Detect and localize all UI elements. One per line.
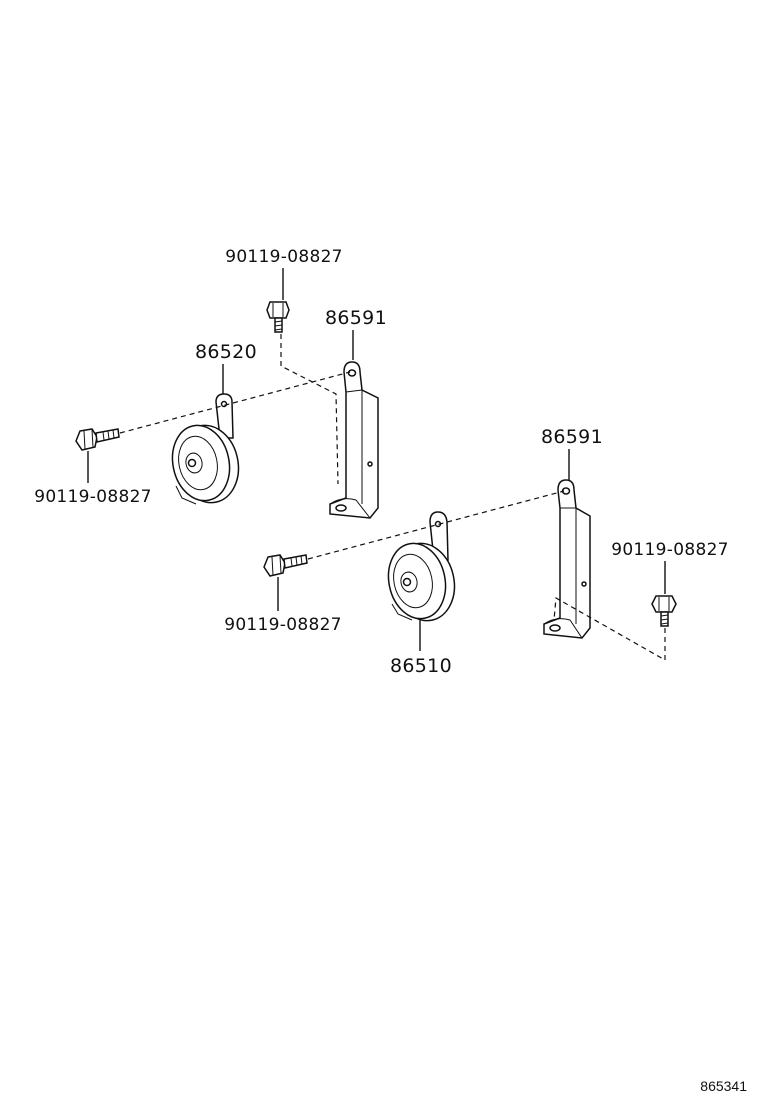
label-bracket-left: 86591 xyxy=(325,307,387,329)
label-bracket-right: 86591 xyxy=(541,426,603,448)
dash-bolt-right-near xyxy=(307,490,565,560)
bolt-right-far xyxy=(651,595,677,627)
dash-bolt-left xyxy=(119,371,351,434)
figure-code: 865341 xyxy=(700,1078,747,1094)
label-bolt-top: 90119-08827 xyxy=(225,247,343,267)
label-bolt-right-far: 90119-08827 xyxy=(611,540,729,560)
label-bolt-right-near: 90119-08827 xyxy=(224,615,342,635)
bolt-right-near xyxy=(263,554,308,577)
horn-right xyxy=(387,511,456,622)
label-bolt-left: 90119-08827 xyxy=(34,487,152,507)
bolt-left xyxy=(75,428,120,451)
label-horn-right: 86510 xyxy=(390,655,452,677)
horn-left xyxy=(171,393,240,505)
label-horn-left: 86520 xyxy=(195,341,257,363)
dash-bolt-top xyxy=(280,334,339,485)
bracket-left xyxy=(329,361,379,519)
bracket-right xyxy=(543,479,591,639)
dash-bolt-right-far xyxy=(553,597,666,662)
bolt-top xyxy=(266,301,290,333)
